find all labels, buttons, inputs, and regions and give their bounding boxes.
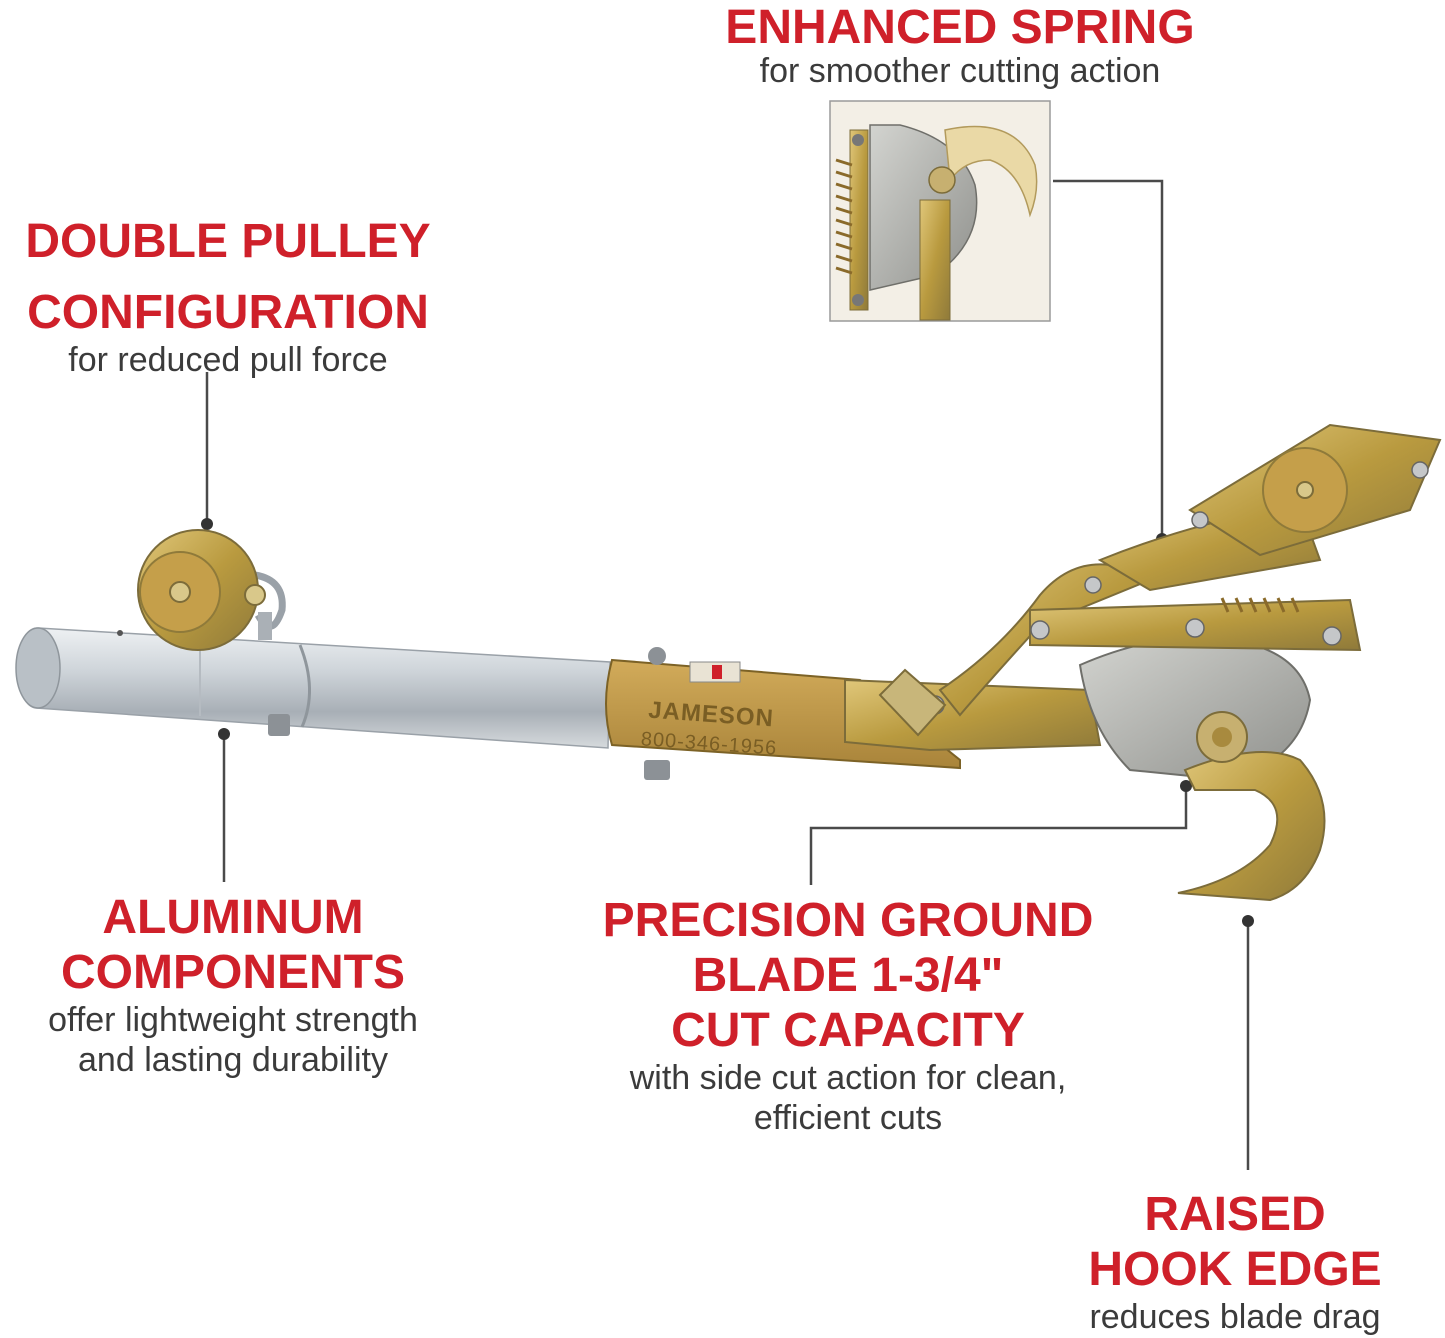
- callout-headline-line-1: RAISED: [1144, 1188, 1326, 1241]
- callout-subtext: for reduced pull force: [68, 341, 388, 379]
- leader-spring: [1053, 179, 1164, 535]
- callout-headline-line-1: ALUMINUM: [102, 891, 364, 944]
- leader-blade: [809, 790, 1188, 885]
- callout-headline: ENHANCED SPRING: [725, 1, 1195, 54]
- leader-lines: [201, 179, 1254, 1170]
- callout-headline-line-1: PRECISION GROUND: [602, 894, 1094, 947]
- leader-dot-aluminum: [218, 728, 230, 740]
- callout-subtext-line-2: and lasting durability: [78, 1041, 388, 1079]
- callout-subtext: for smoother cutting action: [759, 52, 1161, 90]
- callout-headline-line-2: CONFIGURATION: [27, 286, 429, 339]
- callout-subtext-line-1: offer lightweight strength: [48, 1001, 418, 1039]
- callout-raised-hook: RAISED HOOK EDGE reduces blade drag: [1040, 1187, 1430, 1337]
- callout-enhanced-spring: ENHANCED SPRING for smoother cutting act…: [640, 0, 1280, 91]
- callout-headline-line-2: BLADE 1-3/4": [692, 949, 1004, 1002]
- callout-subtext: reduces blade drag: [1089, 1298, 1381, 1336]
- leader-dot-pulley: [201, 518, 213, 530]
- callout-headline-line-1: DOUBLE PULLEY: [25, 215, 431, 268]
- aluminum-pole: [15, 627, 670, 780]
- callout-headline-line-2: HOOK EDGE: [1088, 1243, 1382, 1296]
- callout-precision-blade: PRECISION GROUND BLADE 1-3/4" CUT CAPACI…: [570, 893, 1126, 1138]
- callout-headline-line-2: COMPONENTS: [60, 946, 405, 999]
- cutting-head: [844, 423, 1442, 902]
- callout-aluminum-components: ALUMINUM COMPONENTS offer lightweight st…: [0, 890, 466, 1080]
- callout-headline-line-3: CUT CAPACITY: [671, 1004, 1025, 1057]
- callout-subtext-line-1: with side cut action for clean,: [629, 1059, 1067, 1097]
- callout-subtext-line-2: efficient cuts: [753, 1099, 943, 1137]
- spring-detail-inset: [829, 100, 1051, 322]
- pulley: [137, 529, 286, 651]
- callout-double-pulley: DOUBLE PULLEY CONFIGURATION for reduced …: [0, 214, 456, 380]
- leader-dot-hook: [1242, 915, 1254, 927]
- leader-dot-blade: [1180, 780, 1192, 792]
